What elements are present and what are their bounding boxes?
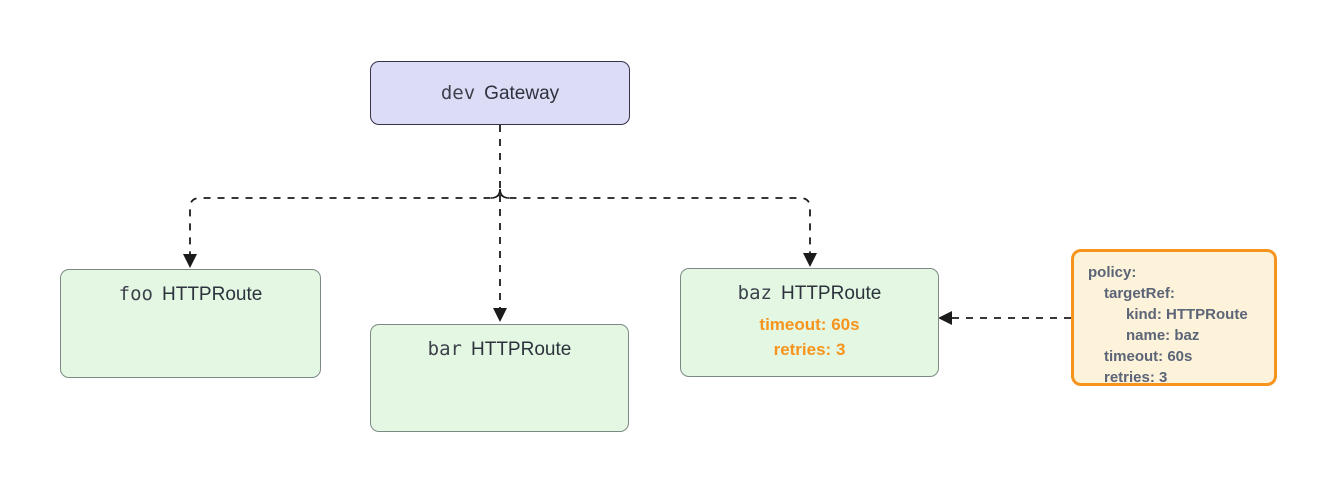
- edge-branch-right-to-baz: [499, 189, 811, 255]
- route-type: HTTPRoute: [781, 283, 882, 304]
- node-baz-httproute: baz HTTPRoute timeout: 60s retries: 3: [680, 268, 939, 377]
- gateway-type: Gateway: [484, 82, 560, 104]
- node-foo-httproute: foo HTTPRoute: [60, 269, 321, 378]
- policy-line: name: baz: [1126, 327, 1200, 344]
- edge-branch-left-to-foo: [189, 189, 501, 256]
- arrowhead-to-bar: [493, 308, 507, 322]
- node-bar-httproute: bar HTTPRoute: [370, 324, 629, 432]
- node-dev-gateway: dev Gateway: [370, 61, 630, 125]
- arrowhead-to-foo: [183, 254, 197, 268]
- node-label: foo HTTPRoute: [119, 281, 263, 308]
- policy-line: timeout: 60s: [1104, 348, 1193, 365]
- route-type: HTTPRoute: [162, 284, 263, 305]
- route-name: foo: [118, 283, 153, 305]
- arrowhead-to-baz-right: [938, 311, 952, 325]
- annotation-timeout: timeout: 60s: [759, 315, 860, 334]
- route-type: HTTPRoute: [471, 339, 572, 360]
- annotation-retries: retries: 3: [773, 340, 846, 359]
- policy-line: targetRef:: [1104, 285, 1175, 302]
- policy-line: retries: 3: [1104, 369, 1168, 386]
- node-label: bar HTTPRoute: [428, 336, 572, 363]
- gateway-name: dev: [440, 81, 476, 104]
- route-name: baz: [737, 282, 772, 304]
- route-name: bar: [427, 338, 462, 360]
- route-annotations: timeout: 60s retries: 3: [759, 312, 859, 362]
- edge-junction-flare: [490, 188, 510, 199]
- policy-yaml-note: policy: targetRef: kind: HTTPRoute name:…: [1071, 249, 1277, 386]
- node-label: baz HTTPRoute: [738, 280, 882, 307]
- arrowhead-to-baz: [803, 253, 817, 267]
- policy-line: policy:: [1088, 264, 1137, 281]
- node-label: dev Gateway: [441, 80, 559, 107]
- policy-line: kind: HTTPRoute: [1126, 306, 1248, 323]
